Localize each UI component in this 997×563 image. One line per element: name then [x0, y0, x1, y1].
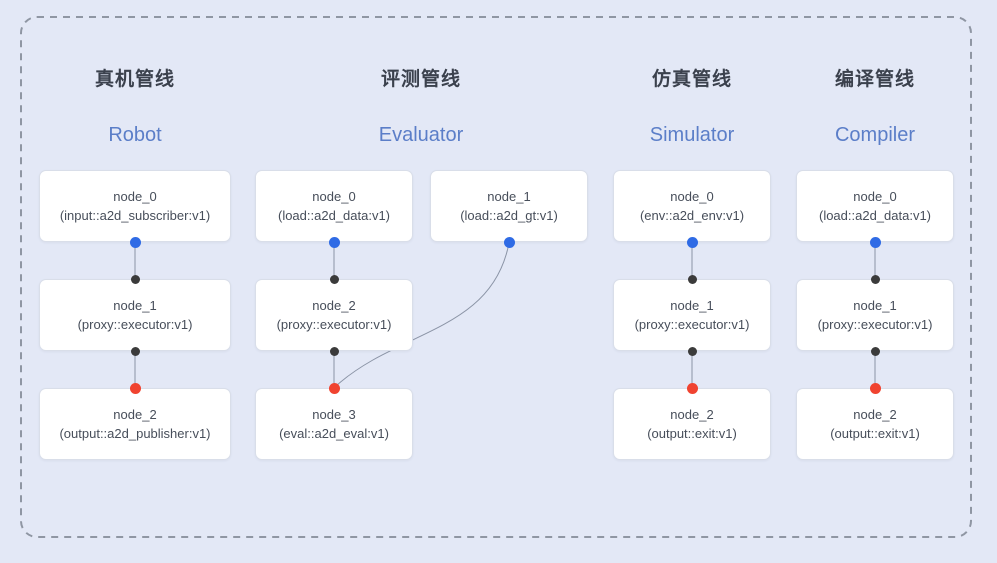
node-box-evaluator-node2: node_2 (proxy::executor:v1)	[255, 279, 413, 351]
node-type: (load::a2d_data:v1)	[277, 207, 391, 223]
input-port-dot	[869, 382, 881, 394]
node-box-compiler-node1: node_1 (proxy::executor:v1)	[796, 279, 954, 351]
node-type: (proxy::executor:v1)	[77, 316, 193, 332]
output-port-dot	[503, 236, 515, 248]
node-name: node_1	[487, 188, 531, 204]
node-box-simulator-node2: node_2 (output::exit:v1)	[613, 388, 771, 460]
pipeline-title-en-robot: Robot	[108, 124, 162, 146]
node-name: node_1	[113, 297, 157, 313]
port-dot	[130, 274, 140, 284]
node-name: node_2	[853, 406, 897, 422]
node-name: node_0	[312, 188, 356, 204]
node-name: node_2	[113, 406, 157, 422]
node-type: (output::a2d_publisher:v1)	[59, 425, 211, 441]
node-box-evaluator-node1: node_1 (load::a2d_gt:v1)	[430, 170, 588, 242]
node-type: (output::exit:v1)	[647, 425, 737, 441]
port-dot	[329, 346, 339, 356]
node-box-simulator-node1: node_1 (proxy::executor:v1)	[613, 279, 771, 351]
pipeline-title-zh-evaluator: 评测管线	[380, 69, 462, 90]
node-box-simulator-node0: node_0 (env::a2d_env:v1)	[613, 170, 771, 242]
port-dot	[329, 274, 339, 284]
pipeline-title-zh-robot: 真机管线	[94, 69, 176, 90]
node-type: (eval::a2d_eval:v1)	[279, 425, 389, 441]
output-port-dot	[869, 236, 881, 248]
pipeline-title-en-compiler: Compiler	[834, 124, 916, 146]
node-box-robot-node1: node_1 (proxy::executor:v1)	[39, 279, 231, 351]
port-dot	[870, 274, 880, 284]
node-type: (output::exit:v1)	[830, 425, 920, 441]
node-type: (proxy::executor:v1)	[817, 316, 933, 332]
pipeline-title-en-evaluator: Evaluator	[378, 124, 464, 146]
node-box-robot-node2: node_2 (output::a2d_publisher:v1)	[39, 388, 231, 460]
input-port-dot	[129, 382, 141, 394]
output-port-dot	[686, 236, 698, 248]
node-type: (input::a2d_subscriber:v1)	[59, 207, 211, 223]
gt-to-eval-edge	[335, 242, 510, 387]
node-type: (load::a2d_gt:v1)	[460, 207, 558, 223]
node-type: (env::a2d_env:v1)	[639, 207, 745, 223]
node-box-compiler-node0: node_0 (load::a2d_data:v1)	[796, 170, 954, 242]
node-name: node_2	[670, 406, 714, 422]
port-dot	[130, 346, 140, 356]
dashed-frame	[20, 16, 972, 538]
node-name: node_0	[853, 188, 897, 204]
node-name: node_1	[853, 297, 897, 313]
node-name: node_3	[312, 406, 356, 422]
port-dot	[687, 274, 697, 284]
port-dot	[870, 346, 880, 356]
pipeline-title-zh-simulator: 仿真管线	[651, 69, 733, 90]
input-port-dot	[686, 382, 698, 394]
port-dot	[687, 346, 697, 356]
node-name: node_0	[670, 188, 714, 204]
node-name: node_1	[670, 297, 714, 313]
pipeline-title-en-simulator: Simulator	[649, 124, 735, 146]
node-box-robot-node0: node_0 (input::a2d_subscriber:v1)	[39, 170, 231, 242]
node-type: (load::a2d_data:v1)	[818, 207, 932, 223]
input-port-dot	[328, 382, 340, 394]
node-name: node_2	[312, 297, 356, 313]
node-box-compiler-node2: node_2 (output::exit:v1)	[796, 388, 954, 460]
node-type: (proxy::executor:v1)	[634, 316, 750, 332]
node-name: node_0	[113, 188, 157, 204]
pipeline-title-zh-compiler: 编译管线	[834, 69, 916, 90]
node-type: (proxy::executor:v1)	[276, 316, 392, 332]
output-port-dot	[328, 236, 340, 248]
output-port-dot	[129, 236, 141, 248]
node-box-evaluator-node3: node_3 (eval::a2d_eval:v1)	[255, 388, 413, 460]
node-box-evaluator-node0: node_0 (load::a2d_data:v1)	[255, 170, 413, 242]
